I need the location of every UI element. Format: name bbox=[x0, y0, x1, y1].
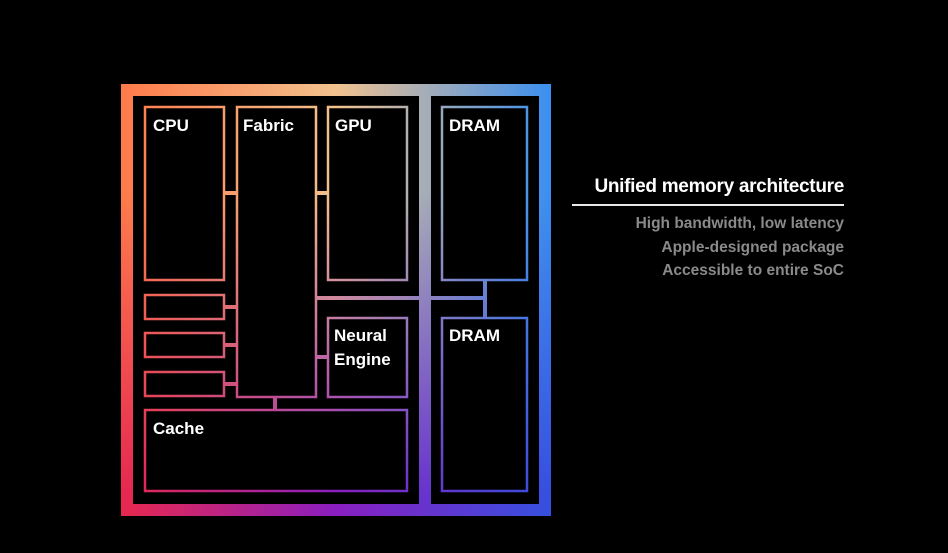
title-underline bbox=[572, 204, 844, 206]
side-panel: Unified memory architecture High bandwid… bbox=[560, 176, 844, 283]
fabric-block bbox=[235, 105, 318, 399]
cache-label: Cache bbox=[153, 419, 204, 438]
fabric-label: Fabric bbox=[243, 116, 294, 135]
feature-line: High bandwidth, low latency bbox=[635, 215, 844, 232]
neural-engine-block bbox=[326, 316, 409, 399]
gpu-block bbox=[326, 105, 409, 282]
cache-block bbox=[143, 408, 409, 493]
small-block-1 bbox=[143, 293, 226, 321]
small-block-3 bbox=[143, 370, 226, 398]
feature-line: Accessible to entire SoC bbox=[662, 262, 844, 279]
dram-bottom-label: DRAM bbox=[449, 326, 500, 345]
dram-top-block bbox=[440, 105, 529, 282]
cpu-label: CPU bbox=[153, 116, 189, 135]
dram-top-label: DRAM bbox=[449, 116, 500, 135]
neural-engine-label-line2: Engine bbox=[334, 350, 391, 369]
feature-line: Apple-designed package bbox=[661, 238, 844, 256]
neural-engine-label-line1: Neural bbox=[334, 326, 387, 345]
side-panel-title: Unified memory architecture bbox=[594, 176, 844, 197]
soc-diagram: CPU Fabric GPU DRAM Neural Engine DRAM C… bbox=[121, 84, 551, 516]
small-block-2 bbox=[143, 331, 226, 359]
gpu-label: GPU bbox=[335, 116, 372, 135]
interconnects bbox=[224, 191, 487, 410]
feature-list: High bandwidth, low latency Apple-design… bbox=[560, 212, 844, 283]
